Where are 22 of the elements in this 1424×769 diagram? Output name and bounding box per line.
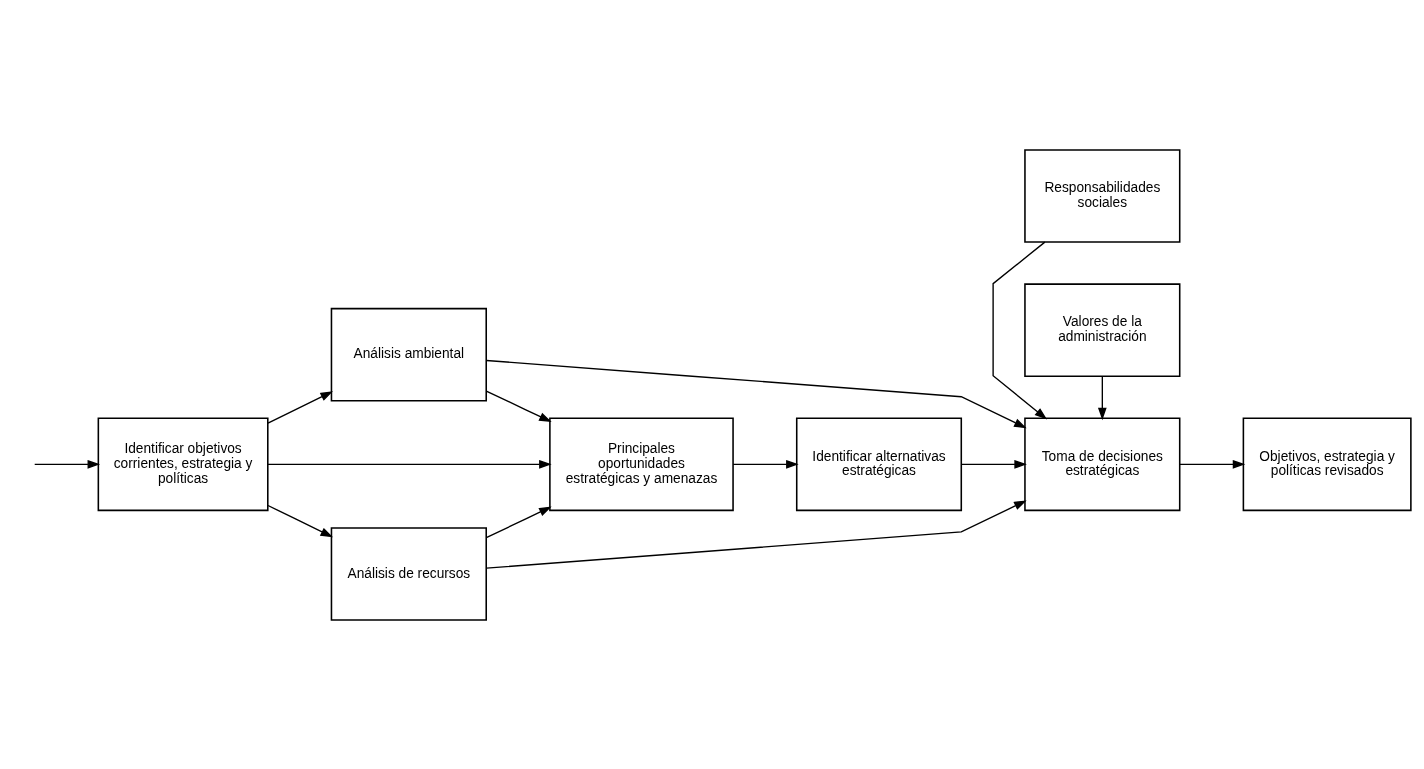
arrow: [732, 459, 799, 469]
node-box: Análisis ambiental: [330, 307, 487, 401]
arrow: [485, 499, 1027, 569]
node-box: Toma de decisiones estratégicas: [1024, 417, 1181, 511]
node-box: Identificar alternativas estratégicas: [795, 417, 963, 511]
node-box: Análisis de recursos: [330, 526, 487, 621]
node-box: Responsabilidades sociales: [1024, 148, 1181, 243]
arrow: [34, 459, 101, 469]
arrow: [485, 506, 552, 538]
node-box: Objetivos, estrategia y políticas revisados: [1242, 417, 1412, 511]
node-box: Valores de la administración: [1024, 282, 1181, 377]
node-box: Identificar objetivos corrientes, estrategia y políticas: [97, 417, 269, 511]
arrow: [992, 240, 1048, 419]
arrow: [960, 459, 1027, 469]
arrow: [1179, 459, 1246, 469]
arrow: [267, 390, 334, 424]
arrow: [485, 389, 552, 422]
node-box: Principales oportunidades estratégicas y amenazas: [549, 417, 734, 511]
arrow: [1097, 375, 1107, 420]
arrow: [485, 359, 1027, 428]
arrow: [267, 504, 334, 537]
arrow: [267, 459, 552, 469]
